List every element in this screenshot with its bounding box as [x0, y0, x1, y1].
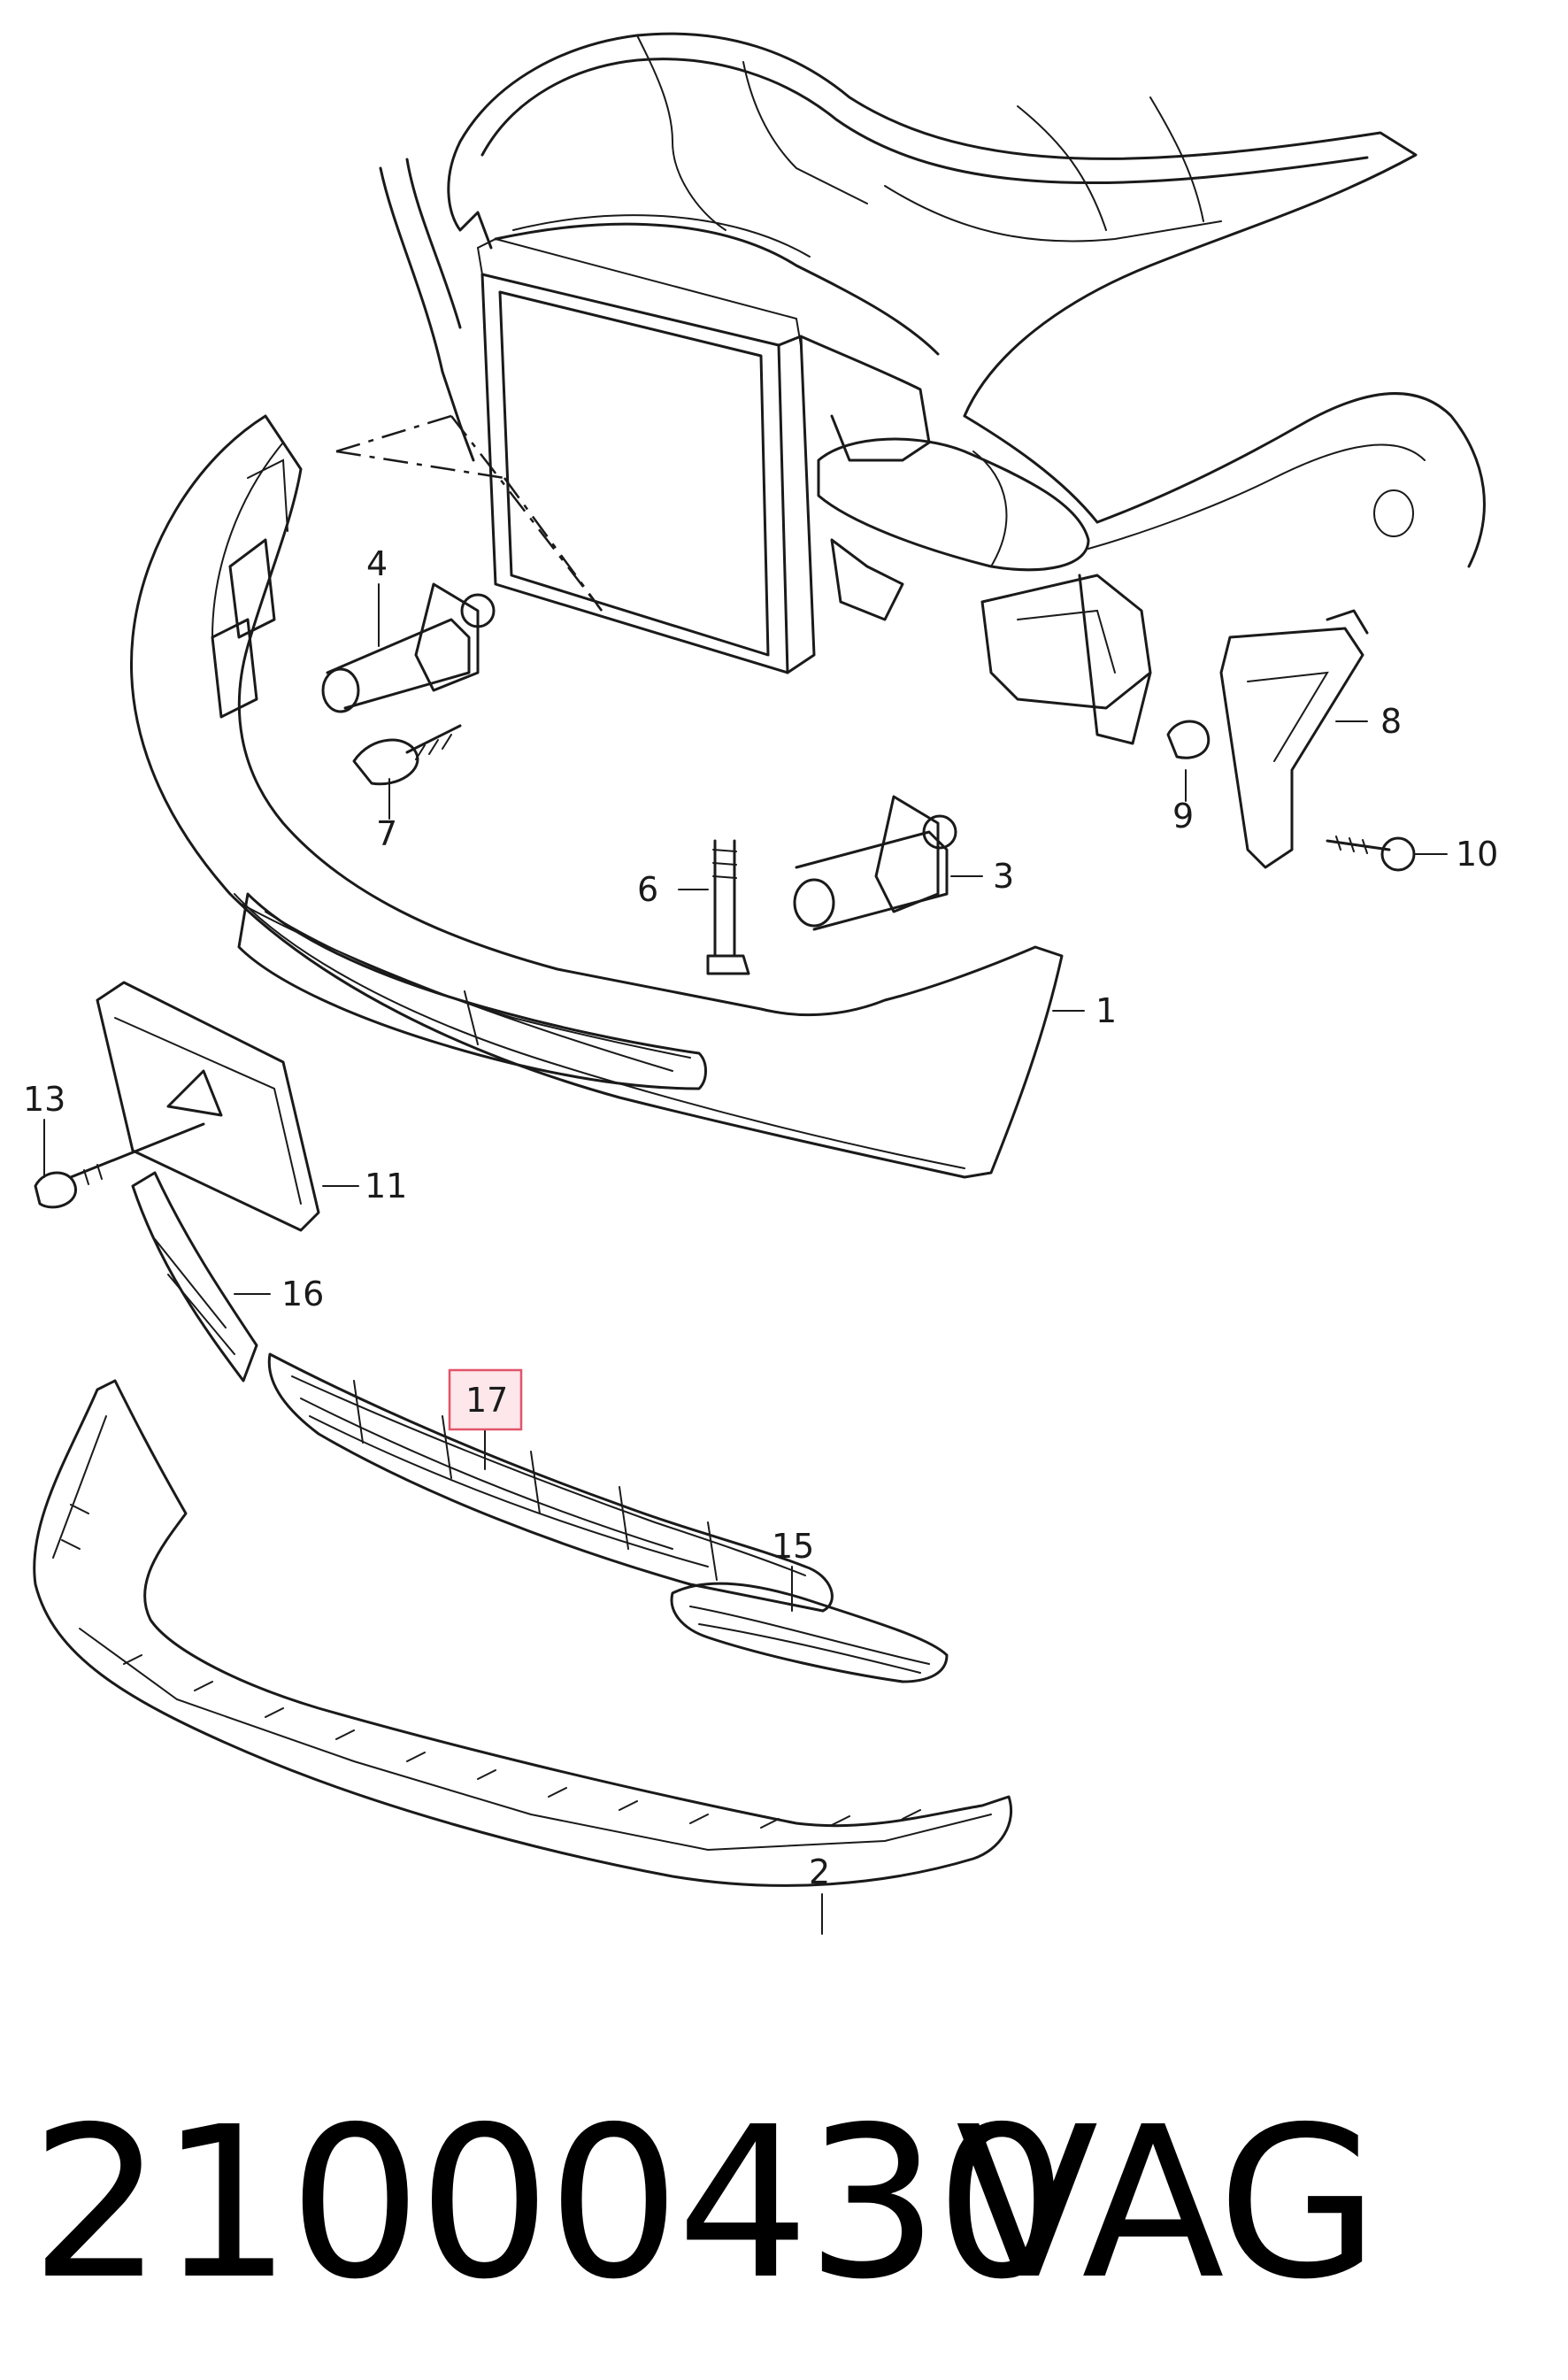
grille-17-drawing: [267, 1352, 834, 1613]
grille-16-drawing: [131, 1171, 258, 1383]
callout-2[interactable]: 2: [809, 1852, 830, 1891]
callout-labels: 1 2 3 4 6 7 8 9 10 11 13 15 16 17: [23, 544, 1498, 1891]
callout-3[interactable]: 3: [993, 857, 1014, 896]
bracket-8-drawing: [1219, 609, 1369, 869]
plate-holder-11-drawing: [96, 981, 320, 1232]
parts-diagram: 1 2 3 4 6 7 8 9 10 11 13 15 16 17: [23, 32, 1498, 1935]
callout-13[interactable]: 13: [23, 1080, 65, 1119]
callout-1[interactable]: 1: [1095, 991, 1117, 1030]
callout-9[interactable]: 9: [1172, 797, 1194, 836]
callout-10[interactable]: 10: [1456, 835, 1498, 874]
footer: 21000430 VAG: [0, 2071, 1568, 2337]
bolt-6-drawing: [706, 839, 750, 975]
grille-15-drawing: [670, 1582, 949, 1683]
leader-lines: [43, 583, 1448, 1935]
bumper-cover-drawing: [129, 414, 1064, 1179]
screw-13-drawing: [34, 1122, 205, 1209]
callout-4[interactable]: 4: [366, 544, 388, 583]
clip-9-drawing: [1166, 720, 1211, 759]
callout-11[interactable]: 11: [365, 1167, 407, 1205]
spoiler-2-drawing: [33, 1379, 1013, 1887]
brand-name: VAG: [956, 2082, 1380, 2325]
callout-8[interactable]: 8: [1380, 702, 1402, 741]
callout-7[interactable]: 7: [376, 814, 397, 853]
car-body-drawing: [335, 32, 1486, 745]
bracket-4-drawing: [321, 582, 496, 713]
bolt-7-drawing: [352, 724, 462, 786]
bracket-3-drawing: [793, 795, 957, 931]
highlight-box-17: [448, 1368, 523, 1431]
callout-16[interactable]: 16: [281, 1275, 324, 1313]
callout-17[interactable]: 17: [465, 1381, 508, 1420]
callout-6[interactable]: 6: [637, 870, 658, 909]
part-number: 21000430: [30, 2082, 1068, 2325]
screw-10-drawing: [1326, 836, 1416, 872]
callout-15[interactable]: 15: [772, 1527, 814, 1566]
